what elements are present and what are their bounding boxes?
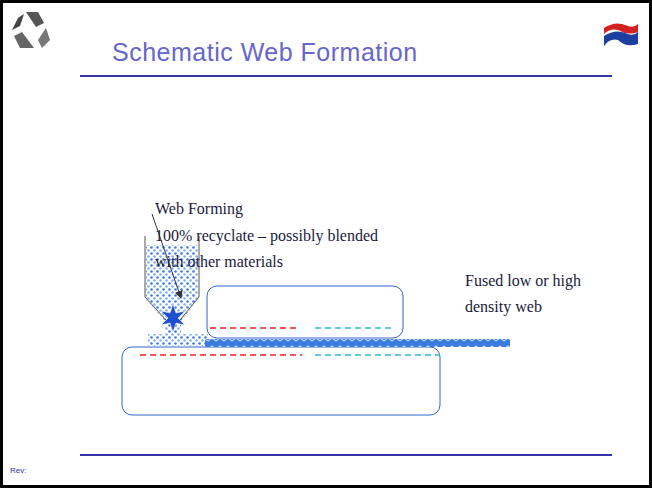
product-label: Fused low or high density web [465, 268, 615, 320]
process-label: Web Forming [155, 196, 355, 222]
material-note: 100% recyclate – possibly blended with o… [155, 223, 395, 275]
company-logo [604, 23, 638, 46]
recycle-icon [12, 12, 50, 48]
slide-title: Schematic Web Formation [112, 38, 418, 67]
revision-label: Rev: [10, 466, 26, 475]
